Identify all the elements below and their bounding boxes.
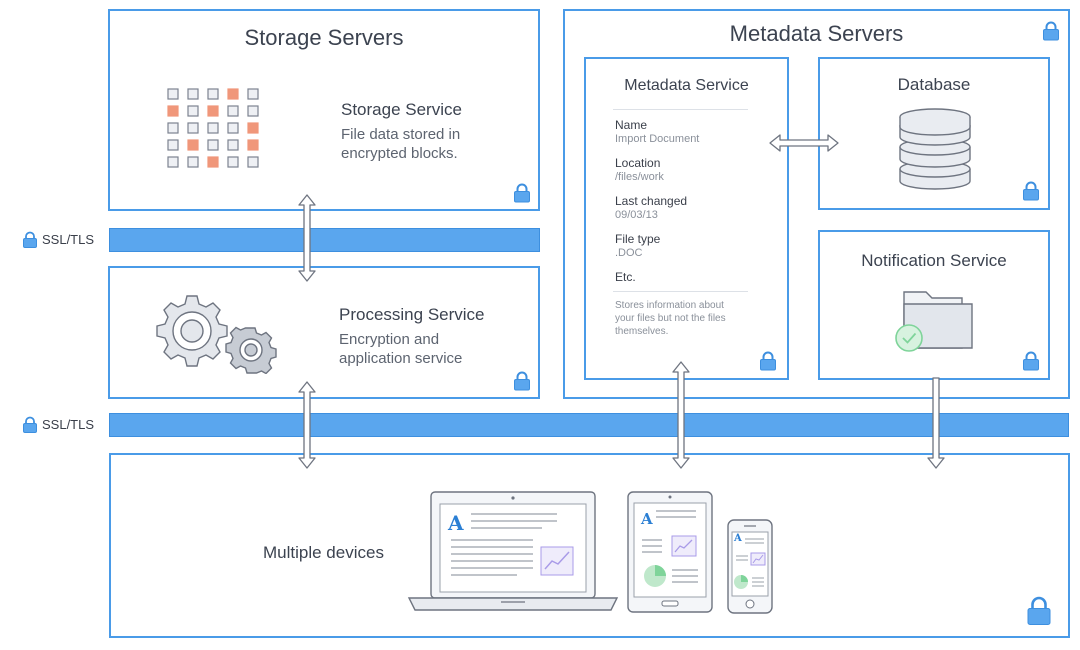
lock-icon [1027,596,1051,625]
database-title: Database [897,75,971,94]
gears-icon [156,295,277,374]
lock-icon [1023,351,1039,371]
lock-icon [514,183,530,203]
tablet-icon: A [626,490,714,614]
doc-glyph-a: A [734,533,742,544]
metadata-note-3: themselves. [615,326,669,337]
multiple-devices-box: Multiple devices A [109,453,1070,638]
doc-glyph-a: A [448,511,464,535]
encrypted-blocks-grid-icon [167,88,259,168]
phone-icon: A [726,518,774,615]
lock-icon [1043,21,1059,41]
notification-service-title: Notification Service [861,251,1007,270]
field-label-etc: Etc. [615,270,636,284]
metadata-note-2: your files but not the files [615,313,726,324]
chart-thumbnail [671,535,697,557]
metadata-note-1: Stores information about [615,300,724,311]
storage-service-desc-1: File data stored in [341,126,461,143]
folder-icon [895,291,973,352]
storage-service-desc-2: encrypted blocks. [341,145,458,162]
metadata-servers-title: Metadata Servers [729,21,904,46]
database-box: Database [818,57,1050,210]
processing-service-box: Processing Service Encryption and applic… [108,266,540,399]
storage-servers-title: Storage Servers [244,25,404,50]
processing-service-title: Processing Service [339,305,485,324]
processing-service-desc-2: application service [339,350,463,367]
divider [613,109,748,110]
check-icon [895,324,923,352]
ssl-label-bottom: SSL/TLS [22,416,94,433]
field-label-name: Name [615,118,648,132]
lock-icon [760,351,776,371]
field-label-location: Location [615,156,661,170]
notification-service-box: Notification Service [818,230,1050,380]
divider [613,291,748,292]
chart-thumbnail [540,546,574,576]
laptop-icon: A [407,490,619,614]
field-value-last-changed: 09/03/13 [615,209,658,221]
doc-glyph-a: A [641,510,653,528]
database-icon [899,108,971,190]
ssl-label-bottom-text: SSL/TLS [42,417,95,432]
field-value-name: Import Document [615,133,700,145]
chart-thumbnail [750,552,766,566]
storage-service-title: Storage Service [341,100,462,119]
ssl-label-top: SSL/TLS [22,231,94,248]
metadata-service-box: Metadata Service Name Import Document Lo… [584,57,789,380]
field-label-file-type: File type [615,232,661,246]
lock-icon [23,231,37,248]
ssl-label-top-text: SSL/TLS [42,232,95,247]
lock-icon [1023,181,1039,201]
lock-icon [514,371,530,391]
multiple-devices-title: Multiple devices [263,543,384,562]
lock-icon [23,416,37,433]
storage-servers-box: Storage Servers Storage Service File dat… [108,9,540,211]
ssl-band-top [109,228,540,252]
processing-service-desc-1: Encryption and [339,331,440,348]
field-value-file-type: .DOC [615,247,643,259]
ssl-band-bottom [109,413,1069,437]
field-label-last-changed: Last changed [615,194,688,208]
metadata-service-title: Metadata Service [624,77,749,94]
field-value-location: /files/work [615,171,664,183]
